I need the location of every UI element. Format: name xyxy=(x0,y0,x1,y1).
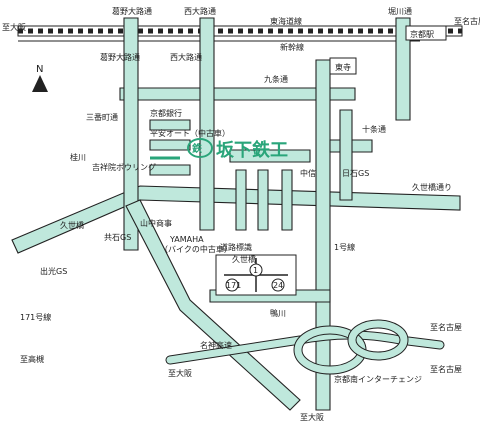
tokaido-label: 東海道線 xyxy=(270,16,302,26)
shinkansen-label: 新幹線 xyxy=(280,42,304,52)
road-route1 xyxy=(315,59,331,411)
kuze-bashi-e-label: 久世橋通り xyxy=(412,182,452,192)
road-kujo xyxy=(119,87,356,101)
to-nagoya-top-label: 至名古屋 xyxy=(454,16,480,26)
route1-label: 1号線 xyxy=(334,242,355,252)
chugin-label: 中信 xyxy=(300,168,316,178)
meishin-highway xyxy=(165,319,445,375)
kamo-gawa-label: 鴨川 xyxy=(270,308,286,318)
roads xyxy=(11,17,461,411)
to-osaka-bottom-label: 至大阪 xyxy=(300,412,324,422)
katsura-gawa-label: 桂川 xyxy=(70,152,86,162)
to-osaka-top-label: 至大阪 xyxy=(2,22,26,32)
nishi-ojiji-label: 西大路通 xyxy=(184,6,216,16)
route-marker-1: 1 xyxy=(253,266,258,275)
kyoto-minami-ic-label: 京都南インターチェンジ xyxy=(334,374,422,384)
compass-north-icon: N xyxy=(32,64,48,92)
doro-hyoshiki-label: 道路標識 xyxy=(220,242,252,252)
route-marker-171: 171 xyxy=(226,281,241,290)
jujo-label: 十条通 xyxy=(362,124,386,134)
to-nagoya-mid-label: 至名古屋 xyxy=(430,322,462,332)
idemitsu-gs-label: 出光GS xyxy=(40,266,67,276)
kuze-bashi-w-label: 久世橋 xyxy=(60,220,84,230)
road-horikawa xyxy=(395,17,411,121)
meishin-label: 名神高速 xyxy=(200,340,232,350)
road-kadono-oji xyxy=(123,17,139,251)
kuze-bashi-inset: 1 171 24 xyxy=(215,254,297,296)
kyoto-station-label: 京都駅 xyxy=(410,29,434,39)
route-marker-24: 24 xyxy=(273,281,283,290)
toji-label: 東寺 xyxy=(335,62,351,72)
to-takatsuki-label: 至高槻 xyxy=(20,354,44,364)
kadono-ojiji-label: 葛野大路通 xyxy=(112,6,152,16)
company-marker: 鉄 坂下鉄工 xyxy=(150,138,288,161)
sanban-kosha-label: 三番町通 xyxy=(86,112,118,122)
to-osaka-mid-label: 至大阪 xyxy=(168,368,192,378)
svg-text:鉄: 鉄 xyxy=(192,142,202,155)
heian-auto-label: 平安オート（中古車） xyxy=(150,128,230,138)
yamaha-label: YAMAHA xyxy=(169,235,204,244)
yamanaka-label: 山中商事 xyxy=(140,218,172,228)
kyoto-ginko-label: 京都銀行 xyxy=(150,108,182,118)
route171-label: 171号線 xyxy=(20,312,51,322)
horikawa-label: 堀川通 xyxy=(388,6,412,16)
company-name: 坂下鉄工 xyxy=(216,139,288,161)
kadono-ojiji-v-label: 葛野大路通 xyxy=(100,52,140,62)
svg-text:N: N xyxy=(36,64,43,75)
railway xyxy=(17,25,463,42)
road-to-osaka xyxy=(125,199,301,411)
yamaha-sub-label: （バイクの中古車） xyxy=(160,244,232,254)
nisseki-gs-label: 日石GS xyxy=(342,169,369,178)
kyoei-gs-label: 共石GS xyxy=(104,233,131,242)
kujo-label: 九条通 xyxy=(264,74,288,84)
nishi-ojiji-v-label: 西大路通 xyxy=(170,52,202,62)
kichisho-bowling-label: 吉祥院ボウリング xyxy=(92,162,156,172)
to-nagoya-low-label: 至名古屋 xyxy=(430,364,462,374)
kuze-bashi-box-label: 久世橋 xyxy=(232,254,256,264)
road-nishi-oji xyxy=(199,17,215,231)
